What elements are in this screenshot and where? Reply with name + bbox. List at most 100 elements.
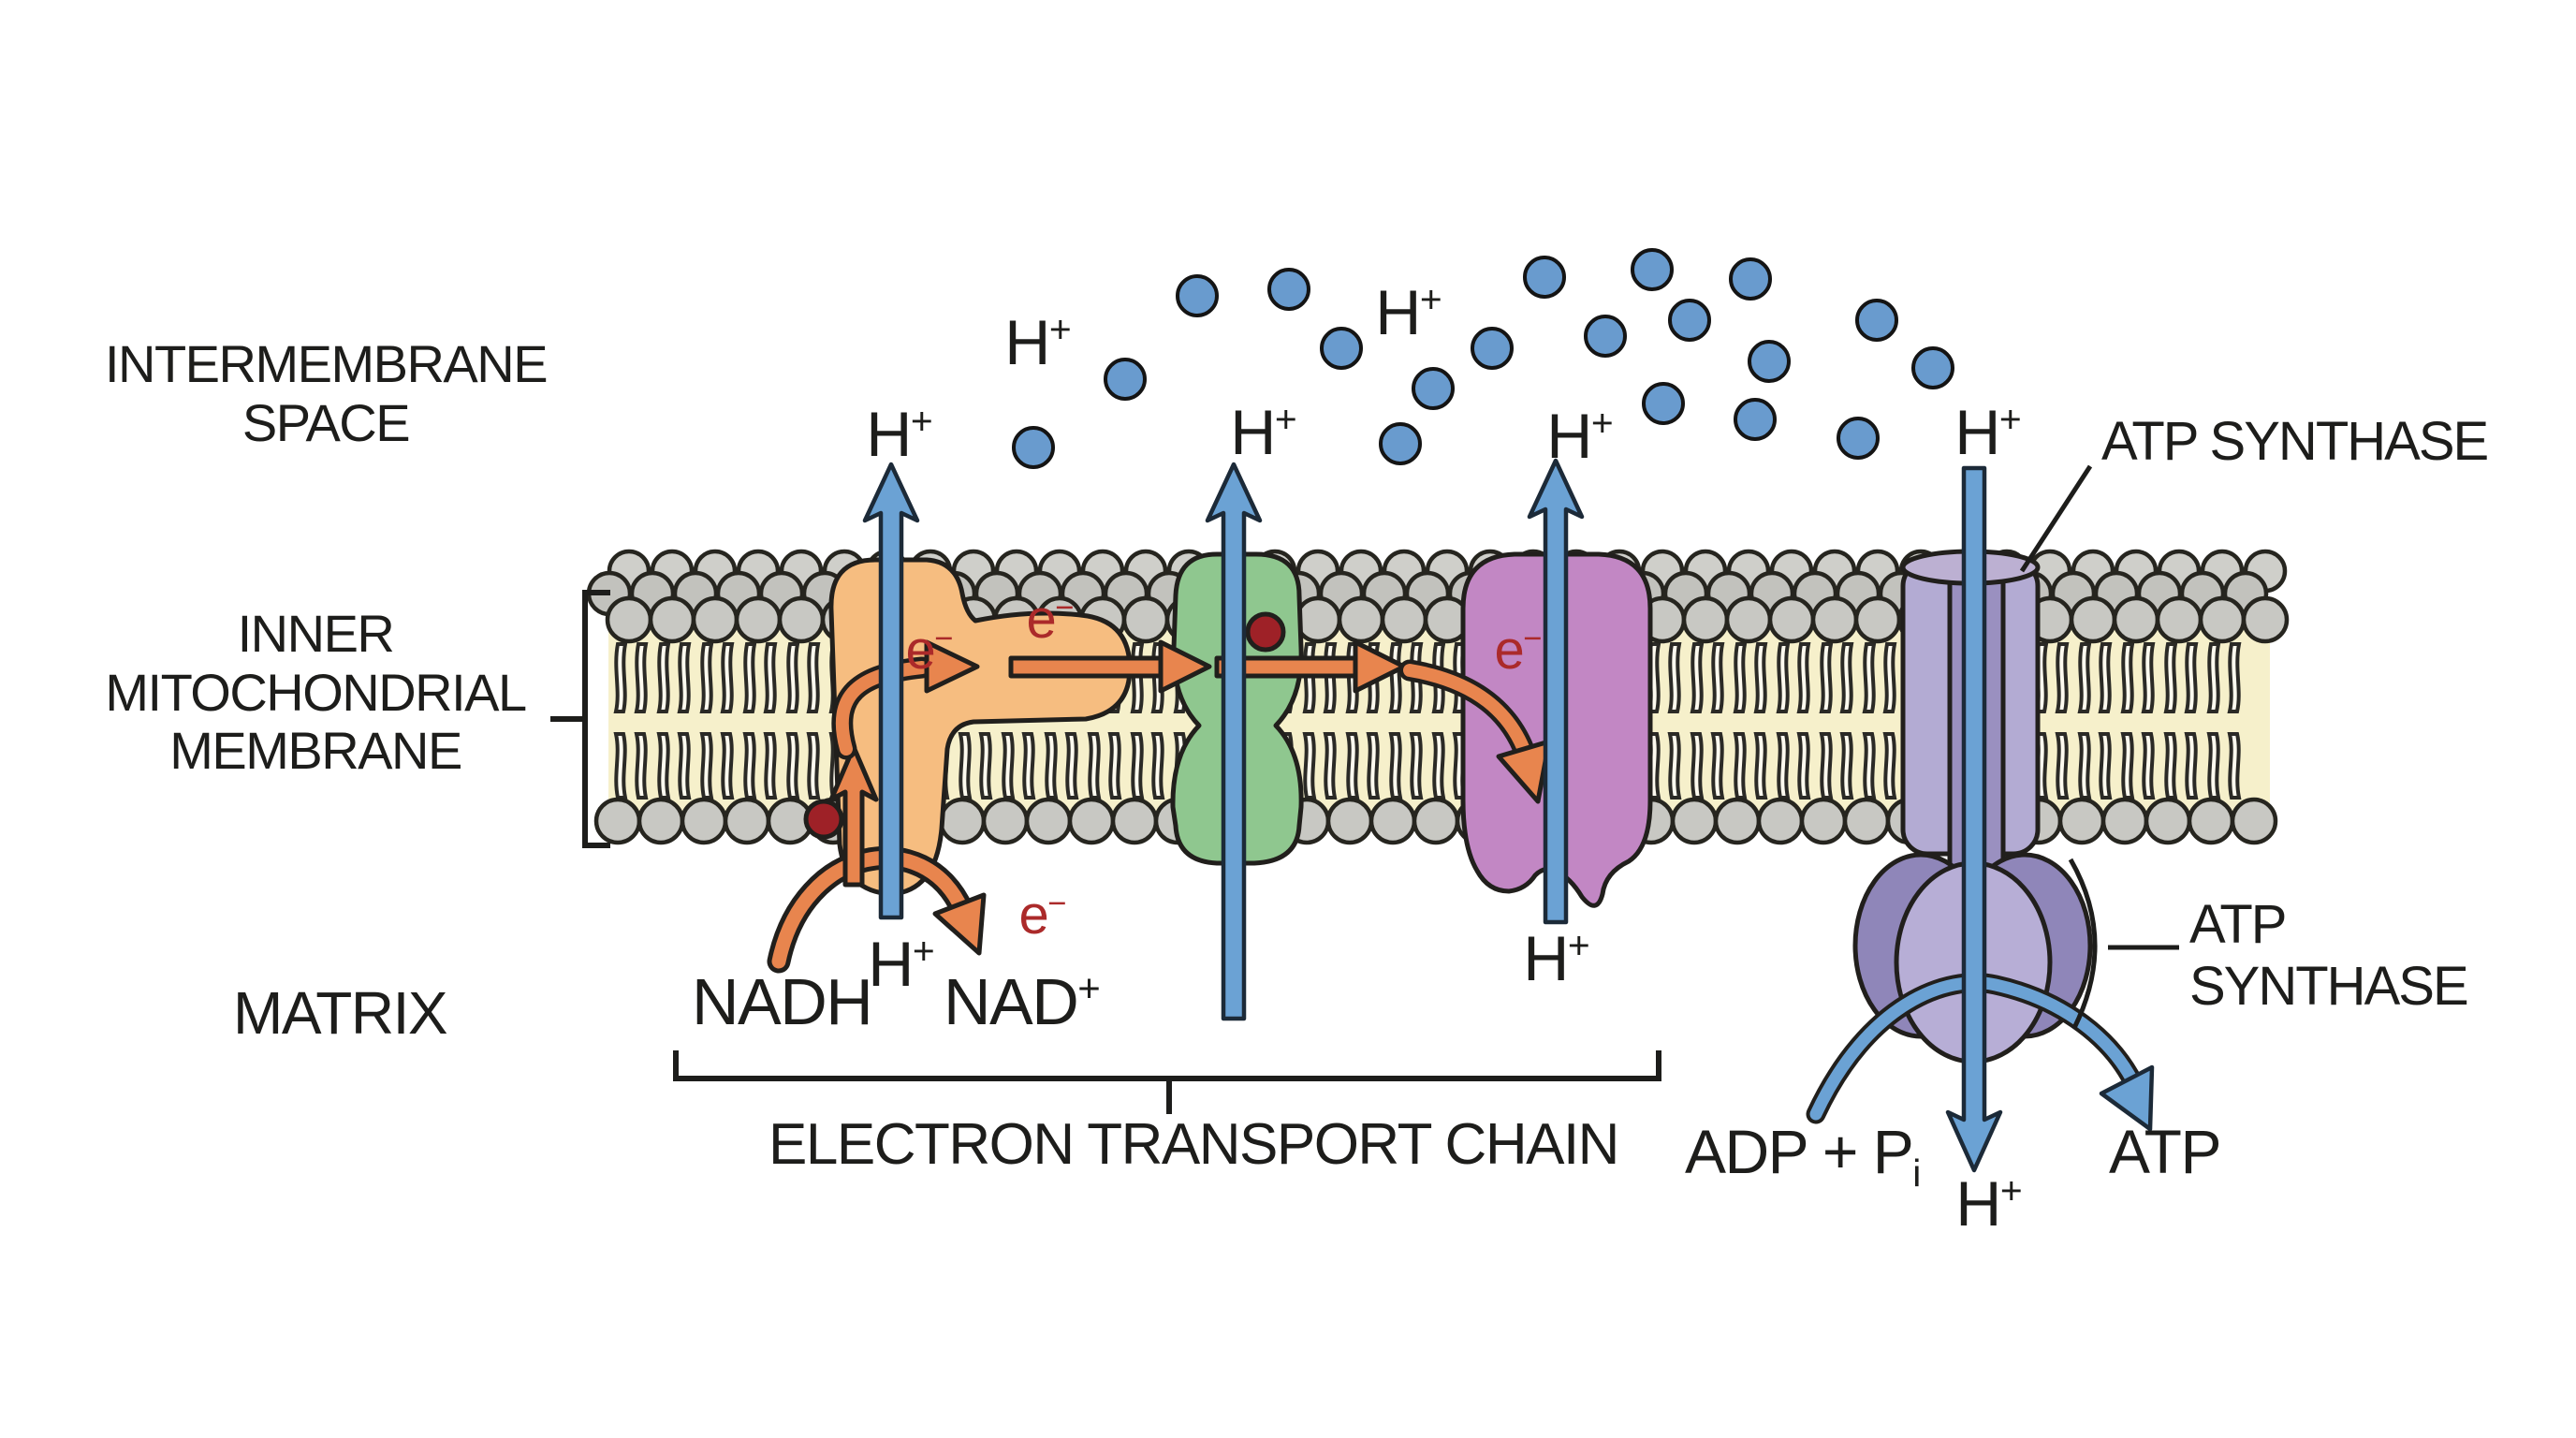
label-electron-transport-chain: ELECTRON TRANSPORT CHAIN [768, 1112, 1619, 1177]
lipid-head [1842, 797, 1891, 845]
cofactor-dot-complex2 [1245, 611, 1286, 653]
lipid-head [637, 797, 685, 845]
lipid-head [2187, 797, 2235, 845]
nad-symbol: NAD [944, 965, 1079, 1038]
proton-symbol: H [866, 399, 912, 470]
atp-synthase-right-callout-arc [2068, 858, 2098, 1030]
proton-dot [1748, 340, 1791, 383]
electron-symbol: e [1018, 885, 1048, 946]
lipid-head [2241, 595, 2290, 644]
proton-dot [1729, 257, 1772, 301]
proton-charge: + [1998, 397, 2022, 441]
electron-charge: − [1523, 620, 1543, 657]
lipid-head [2100, 797, 2149, 845]
electron-bar1 [1008, 655, 1165, 679]
electron-charge: − [1047, 885, 1067, 922]
lipid-head [734, 595, 783, 644]
proton-symbol: H [1546, 401, 1592, 472]
proton-label-ims-top: H+ [1375, 277, 1442, 348]
electron-label-bar1: e− [1026, 589, 1074, 651]
adp-symbol: ADP + P [1685, 1117, 1914, 1186]
lipid-head [2112, 595, 2160, 644]
lipid-head [1767, 595, 1816, 644]
lipid-head [2198, 595, 2247, 644]
proton-label-ims-left: H+ [1004, 307, 1071, 378]
electron-symbol: e [1494, 620, 1524, 681]
proton-dot [1176, 274, 1219, 317]
lipid-head [2144, 797, 2192, 845]
proton-charge: + [1419, 277, 1442, 321]
label-atp-synthase-top: ATP SYNTHASE [2101, 411, 2489, 472]
proton-dots [1012, 248, 1954, 469]
proton-dot [1911, 346, 1954, 389]
label-matrix: MATRIX [233, 979, 448, 1047]
proton-charge: + [1999, 1168, 2023, 1212]
proton-dot [1012, 426, 1055, 469]
proton-dot [1267, 268, 1310, 311]
proton-dot [1379, 422, 1422, 465]
label-intermembrane-space: INTERMEMBRANE SPACE [104, 334, 549, 452]
electron-curve2 [1403, 664, 1532, 761]
proton-dot [1837, 417, 1880, 460]
lipid-head [2230, 797, 2278, 845]
cofactor-dot-complex1 [803, 799, 844, 840]
lipid-head [2069, 595, 2117, 644]
electron-label-complex3: e− [1494, 620, 1543, 682]
lipid-head [1380, 595, 1428, 644]
lipid-head [1337, 595, 1385, 644]
proton-arrow-complex3 [1527, 458, 1585, 925]
proton-pump-arrows [862, 458, 1585, 1021]
nad-charge: + [1077, 965, 1101, 1010]
lipid-head [723, 797, 771, 845]
proton-label-matrix-complex3: H+ [1523, 923, 1589, 994]
proton-charge: + [912, 929, 935, 973]
etc-bracket [673, 1050, 1661, 1114]
nadh-arc-arrowhead [932, 892, 987, 956]
lipid-head [2155, 595, 2203, 644]
proton-charge: + [910, 399, 933, 443]
label-atp-synthase-right: ATP SYNTHASE [2189, 894, 2469, 1018]
electron-symbol: e [1026, 589, 1056, 650]
proton-dot [1855, 299, 1898, 342]
proton-dot [1471, 327, 1514, 370]
lipid-head [777, 595, 826, 644]
proton-label-above-atp-synthase: H+ [1954, 397, 2021, 468]
lipid-head [1368, 797, 1417, 845]
proton-label-above-complex2: H+ [1230, 397, 1296, 468]
proton-label-above-complex3: H+ [1546, 401, 1613, 472]
label-nadh: NADH [692, 965, 873, 1038]
proton-charge: + [1048, 307, 1072, 351]
proton-symbol: H [868, 929, 914, 1000]
proton-arrow-atp-synthase [1945, 465, 2003, 1173]
proton-dot [1584, 315, 1627, 358]
electron-path [767, 639, 1552, 974]
proton-label-matrix-complex1: H+ [868, 929, 934, 1000]
inner-membrane-bracket [550, 590, 610, 848]
lipid-head [1713, 797, 1762, 845]
lipid-head [1799, 797, 1848, 845]
electron-bar2-arrowhead [1353, 639, 1407, 694]
proton-dot [1642, 382, 1685, 425]
rotation-arrow-arrowhead [2099, 1064, 2155, 1132]
proton-dot [1631, 248, 1674, 291]
proton-dot [1668, 299, 1711, 342]
lipid-head [1810, 595, 1859, 644]
lipid-head [680, 797, 728, 845]
lipid-head [1325, 797, 1374, 845]
proton-arrow-complex2 [1205, 462, 1263, 1021]
nadh-arc [771, 850, 970, 969]
proton-charge: + [1567, 923, 1590, 967]
proton-dot [1734, 398, 1777, 441]
lipid-head [2057, 797, 2106, 845]
proton-dot [1104, 358, 1147, 401]
lipid-head [1853, 595, 1902, 644]
proton-charge: + [1590, 401, 1614, 445]
proton-label-below-atp-synthase: H+ [1955, 1168, 2022, 1240]
electron-bar1-arrowhead [1158, 639, 1212, 694]
proton-arrow-complex1 [862, 462, 920, 920]
atp-synthase-top-callout-line [2019, 464, 2093, 573]
lipid-head [1067, 797, 1116, 845]
lipid-head [981, 797, 1030, 845]
proton-symbol: H [1955, 1168, 2001, 1240]
